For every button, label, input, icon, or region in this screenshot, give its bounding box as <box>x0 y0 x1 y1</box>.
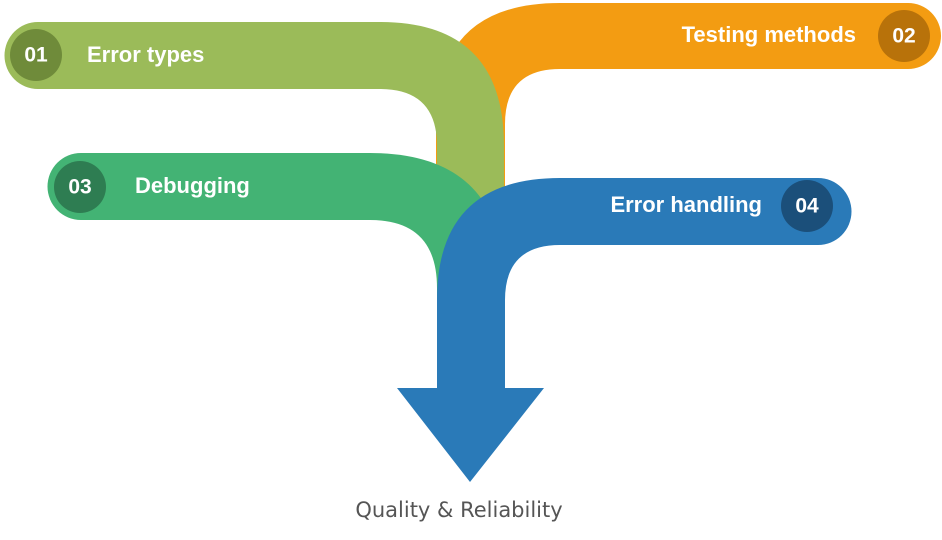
step-04-badge <box>781 180 833 232</box>
step-01-label: Error types <box>87 42 204 67</box>
result-label: Quality & Reliability <box>355 498 562 522</box>
step-03-number: 03 <box>68 176 91 199</box>
step-02-number: 02 <box>892 25 915 48</box>
step-02-band <box>436 3 941 220</box>
step-04-number: 04 <box>795 195 819 218</box>
step-03-label: Debugging <box>135 173 250 198</box>
step-01-arrow-body <box>4 21 504 220</box>
step-01-band <box>4 21 504 220</box>
step-02-label: Testing methods <box>682 22 856 47</box>
step-01-number: 01 <box>24 44 48 67</box>
step-02-badge <box>878 10 930 62</box>
step-04-label: Error handling <box>610 192 762 217</box>
step-04-band <box>397 178 852 482</box>
step-03-band <box>47 153 505 300</box>
step-02-arrow-body <box>436 3 941 220</box>
step-01-badge <box>10 29 62 81</box>
step-04-arrow-body <box>397 178 852 482</box>
step-03-arrow-body <box>47 153 505 300</box>
step-03-badge <box>54 161 106 213</box>
